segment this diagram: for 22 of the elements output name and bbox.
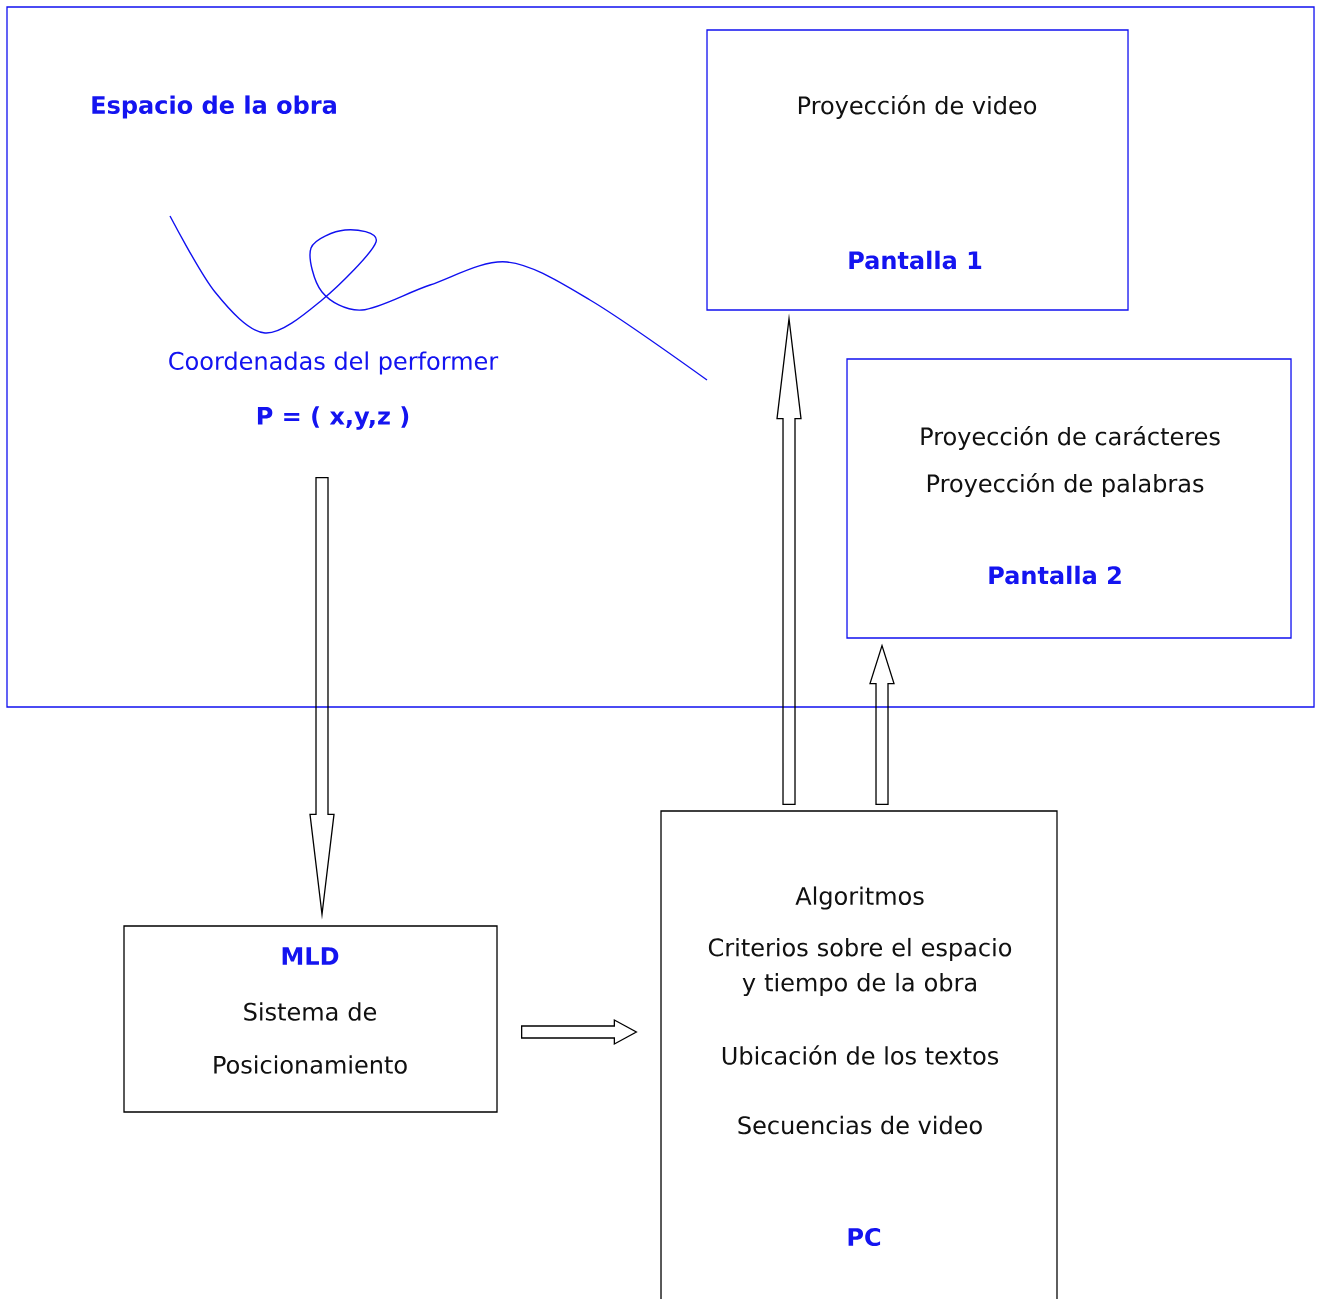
- box-text: Proyección de carácteres: [921, 425, 1220, 451]
- box-heading: Pantalla 1: [849, 250, 982, 270]
- area-heading: Espacio de la obra: [92, 95, 336, 119]
- box-text: Secuencias de video: [738, 1115, 982, 1135]
- coordinates-label: Coordenadas del performer: [169, 351, 499, 375]
- formula-label: P = ( x,y,z ): [257, 406, 409, 430]
- hollow-arrow: [869, 643, 895, 805]
- device-box: [123, 925, 498, 1113]
- box-text: Proyección de video: [798, 94, 1037, 120]
- area-frame: [6, 6, 1315, 708]
- box-heading: PC: [848, 1227, 881, 1247]
- box-text: Ubicación de los textos: [722, 1045, 999, 1065]
- computer-box: [660, 810, 1058, 1299]
- box-text: Proyección de palabras: [927, 472, 1204, 498]
- hollow-arrow: [521, 1018, 638, 1046]
- box-heading: Pantalla 2: [989, 565, 1121, 585]
- box-text: Algoritmos: [795, 886, 924, 910]
- box-text: Criterios sobre el espacio y tiempo de la obra: [708, 937, 1012, 997]
- box-heading: MLD: [282, 947, 339, 965]
- screen-box: [846, 358, 1292, 639]
- box-text: Sistema de Posicionamiento: [214, 1002, 407, 1074]
- screen-box: [706, 29, 1129, 311]
